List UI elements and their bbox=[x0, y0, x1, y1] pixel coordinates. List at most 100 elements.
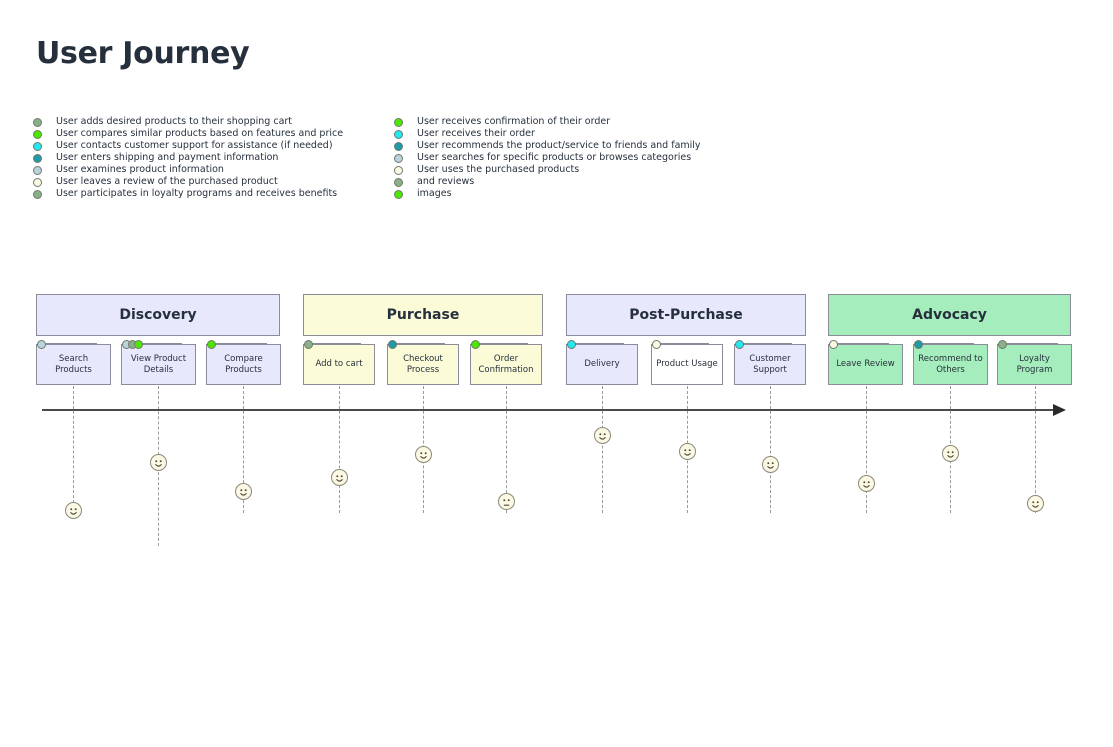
sentiment-neutral-face-icon bbox=[498, 493, 515, 510]
legend-item-label: images bbox=[417, 188, 452, 199]
legend-color-dot bbox=[33, 177, 42, 187]
legend-item-label: User uses the purchased products bbox=[417, 164, 580, 175]
touchpoint-dot bbox=[304, 339, 313, 349]
step-connector-line bbox=[391, 343, 445, 344]
legend-column-right: User receives confirmation of their orde… bbox=[394, 116, 701, 200]
step-drop-line bbox=[602, 386, 603, 513]
step-connector-line bbox=[307, 343, 361, 344]
legend-color-dot bbox=[394, 129, 403, 139]
sentiment-happy-face-icon bbox=[594, 427, 611, 444]
step-connector-line bbox=[125, 343, 182, 344]
step-connector-line bbox=[474, 343, 528, 344]
step-touchpoint-dots bbox=[567, 339, 576, 349]
step-drop-line bbox=[770, 386, 771, 513]
step-touchpoint-dots bbox=[652, 339, 661, 349]
touchpoint-dot bbox=[998, 339, 1007, 349]
phase-header-discovery[interactable]: Discovery bbox=[36, 294, 280, 336]
legend-item: User adds desired products to their shop… bbox=[33, 116, 343, 128]
step-box-view-product-details[interactable]: View Product Details bbox=[121, 344, 196, 385]
step-touchpoint-dots bbox=[388, 339, 397, 349]
sentiment-happy-face-icon bbox=[679, 443, 696, 460]
sentiment-happy-face-icon bbox=[65, 502, 82, 519]
legend-item-label: and reviews bbox=[417, 176, 475, 187]
step-box-loyalty-program[interactable]: Loyalty Program bbox=[997, 344, 1072, 385]
legend-item-label: User compares similar products based on … bbox=[56, 128, 344, 139]
step-connector-line bbox=[210, 343, 267, 344]
legend-item: and reviews bbox=[394, 176, 701, 188]
sentiment-happy-face-icon bbox=[235, 483, 252, 500]
legend-item-label: User examines product information bbox=[56, 164, 224, 175]
sentiment-happy-face-icon bbox=[858, 475, 875, 492]
step-touchpoint-dots bbox=[998, 339, 1007, 349]
legend-item: User uses the purchased products bbox=[394, 164, 701, 176]
touchpoint-dot bbox=[37, 339, 46, 349]
legend-color-dot bbox=[33, 117, 42, 127]
legend-item: User searches for specific products or b… bbox=[394, 152, 701, 164]
step-box-search-products[interactable]: Search Products bbox=[36, 344, 111, 385]
step-drop-line bbox=[866, 386, 867, 513]
legend-color-dot bbox=[33, 189, 42, 199]
touchpoint-dot bbox=[914, 339, 923, 349]
legend-item-label: User searches for specific products or b… bbox=[417, 152, 692, 163]
legend-item: User contacts customer support for assis… bbox=[33, 140, 343, 152]
legend-column-left: User adds desired products to their shop… bbox=[33, 116, 343, 200]
legend-color-dot bbox=[33, 141, 42, 151]
step-connector-line bbox=[570, 343, 624, 344]
legend-item: User recommends the product/service to f… bbox=[394, 140, 701, 152]
step-box-add-to-cart[interactable]: Add to cart bbox=[303, 344, 375, 385]
step-drop-line bbox=[73, 386, 74, 513]
legend-item-label: User contacts customer support for assis… bbox=[56, 140, 333, 151]
legend-color-dot bbox=[33, 153, 42, 163]
legend-color-dot bbox=[394, 141, 403, 151]
legend-color-dot bbox=[33, 129, 42, 139]
touchpoint-dot bbox=[471, 339, 480, 349]
step-box-delivery[interactable]: Delivery bbox=[566, 344, 638, 385]
step-connector-line bbox=[832, 343, 889, 344]
step-connector-line bbox=[917, 343, 974, 344]
legend-item-label: User receives their order bbox=[417, 128, 535, 139]
step-connector-line bbox=[655, 343, 709, 344]
step-drop-line bbox=[243, 386, 244, 513]
sentiment-happy-face-icon bbox=[150, 454, 167, 471]
sentiment-happy-face-icon bbox=[331, 469, 348, 486]
step-box-product-usage[interactable]: Product Usage bbox=[651, 344, 723, 385]
legend-item: User examines product information bbox=[33, 164, 343, 176]
touchpoint-dot bbox=[829, 339, 838, 349]
step-connector-line bbox=[1001, 343, 1058, 344]
sentiment-happy-face-icon bbox=[762, 456, 779, 473]
legend-item-label: User adds desired products to their shop… bbox=[56, 116, 293, 127]
step-touchpoint-dots bbox=[914, 339, 923, 349]
step-connector-line bbox=[738, 343, 792, 344]
page-title: User Journey bbox=[36, 36, 250, 71]
step-drop-line bbox=[1035, 386, 1036, 513]
legend-item: User enters shipping and payment informa… bbox=[33, 152, 343, 164]
step-touchpoint-dots bbox=[37, 339, 46, 349]
phase-header-post-purchase[interactable]: Post-Purchase bbox=[566, 294, 806, 336]
step-touchpoint-dots bbox=[735, 339, 744, 349]
step-connector-line bbox=[40, 343, 97, 344]
legend-item-label: User recommends the product/service to f… bbox=[417, 140, 701, 151]
step-box-compare-products[interactable]: Compare Products bbox=[206, 344, 281, 385]
legend-item: User receives confirmation of their orde… bbox=[394, 116, 701, 128]
legend-item: User receives their order bbox=[394, 128, 701, 140]
step-box-leave-review[interactable]: Leave Review bbox=[828, 344, 903, 385]
step-box-order-confirmation[interactable]: Order Confirmation bbox=[470, 344, 542, 385]
legend-color-dot bbox=[33, 165, 42, 175]
phase-header-purchase[interactable]: Purchase bbox=[303, 294, 543, 336]
legend-color-dot bbox=[394, 177, 403, 187]
touchpoint-dot bbox=[735, 339, 744, 349]
touchpoint-dot bbox=[652, 339, 661, 349]
legend-item-label: User receives confirmation of their orde… bbox=[417, 116, 611, 127]
step-box-recommend-to-others[interactable]: Recommend to Others bbox=[913, 344, 988, 385]
step-touchpoint-dots bbox=[122, 339, 143, 349]
step-box-checkout-process[interactable]: Checkout Process bbox=[387, 344, 459, 385]
step-box-customer-support[interactable]: Customer Support bbox=[734, 344, 806, 385]
sentiment-happy-face-icon bbox=[415, 446, 432, 463]
legend-item: User leaves a review of the purchased pr… bbox=[33, 176, 343, 188]
legend-color-dot bbox=[394, 189, 403, 199]
legend-item-label: User enters shipping and payment informa… bbox=[56, 152, 279, 163]
touchpoint-dot bbox=[388, 339, 397, 349]
sentiment-happy-face-icon bbox=[942, 445, 959, 462]
legend-item-label: User participates in loyalty programs an… bbox=[56, 188, 338, 199]
phase-header-advocacy[interactable]: Advocacy bbox=[828, 294, 1071, 336]
